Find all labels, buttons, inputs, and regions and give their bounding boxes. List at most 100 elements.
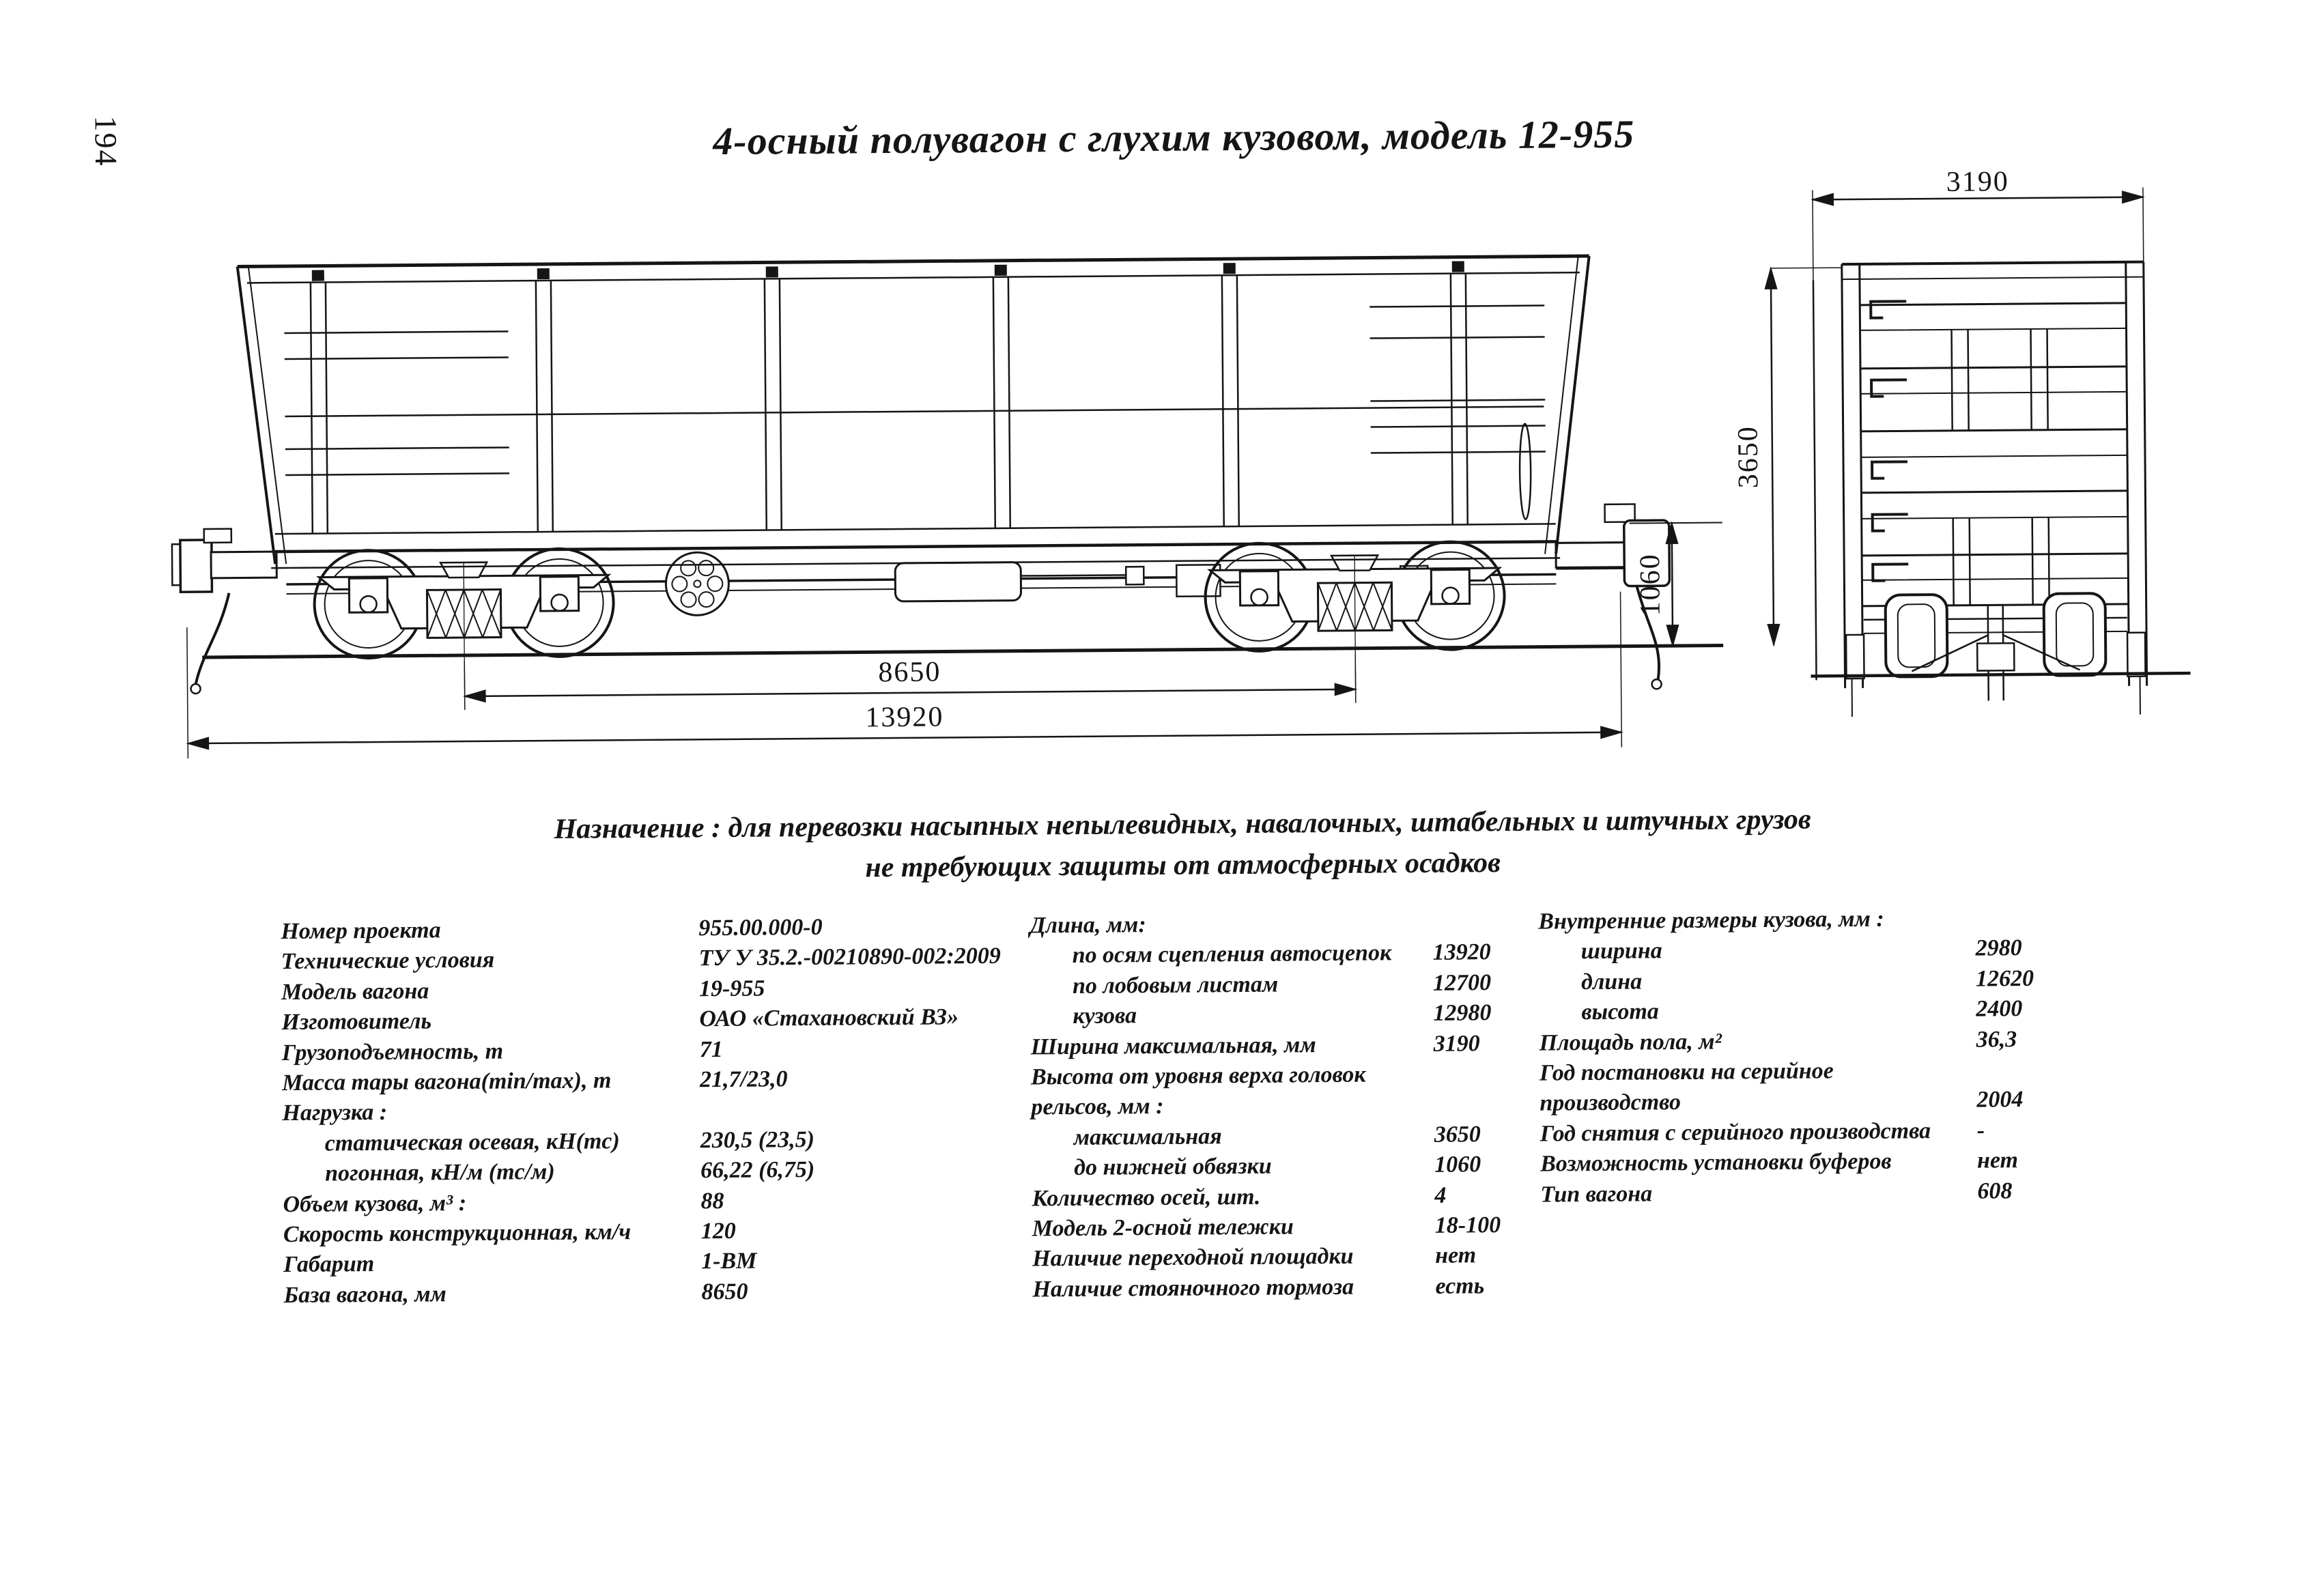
dimension-lines — [186, 187, 2145, 759]
brake-equipment — [664, 551, 1429, 616]
spec-row: Скорость конструкционная, км/ч 120 — [283, 1219, 736, 1252]
spec-row: по осям сцепления автосцепок 13920 — [1030, 940, 1491, 974]
spec-value: нет — [1435, 1242, 1477, 1269]
spec-label: Номер проекта — [281, 917, 441, 945]
spec-value: 12700 — [1432, 969, 1492, 996]
spec-row: Изготовитель ОАО «Стахановский ВЗ» — [281, 1004, 959, 1040]
spec-value: 2400 — [1976, 996, 2023, 1022]
spec-label: кузова — [1073, 1003, 1137, 1029]
spec-row: Длина, мм: — [1030, 910, 1391, 943]
spec-value: 8650 — [701, 1279, 748, 1305]
spec-label: Скорость конструкционная, км/ч — [283, 1219, 632, 1247]
spec-label: максимальная — [1073, 1124, 1222, 1150]
spec-label: База вагона, мм — [283, 1281, 447, 1308]
spec-label: Количество осей, шт. — [1032, 1184, 1261, 1211]
spec-row: Высота от уровня верха головок — [1031, 1061, 1393, 1095]
spec-label: рельсов, мм : — [1031, 1094, 1164, 1120]
spec-row: Модель 2-осной тележки 18-100 — [1032, 1212, 1501, 1246]
spec-row: до нижней обвязки 1060 — [1032, 1152, 1481, 1186]
left-bogie — [313, 547, 615, 709]
spec-row: Грузоподъемность, т 71 — [281, 1037, 723, 1070]
spec-value: ОАО «Стахановский ВЗ» — [699, 1004, 959, 1032]
spec-row: рельсов, мм : — [1031, 1092, 1393, 1126]
right-bogie — [1204, 540, 1506, 702]
car-body — [236, 254, 1591, 569]
spec-row: Нагрузка : — [282, 1098, 630, 1130]
spec-value: 955.00.000-0 — [698, 914, 823, 941]
spec-label: Изготовитель — [281, 1008, 432, 1036]
rail-line — [202, 643, 1724, 659]
spec-value: 1-ВМ — [701, 1248, 757, 1274]
spec-value: - — [1976, 1117, 1985, 1143]
spec-value: 1060 — [1434, 1152, 1481, 1178]
spec-label: по осям сцепления автосцепок — [1072, 940, 1392, 969]
spec-row: погонная, кН/м (тс/м) 66,22 (6,75) — [283, 1157, 814, 1191]
right-coupler — [1555, 503, 1671, 690]
spec-value: 19-955 — [698, 975, 765, 1002]
spec-value: 4 — [1434, 1182, 1447, 1208]
spec-value: 66,22 (6,75) — [700, 1157, 815, 1184]
side-view — [171, 254, 1724, 709]
dim-max-height: 3650 — [1732, 425, 1765, 489]
spec-label: Модель 2-осной тележки — [1032, 1214, 1294, 1242]
spec-label: производство — [1539, 1089, 1681, 1116]
spec-value: нет — [1976, 1148, 2019, 1173]
spec-row: Внутренние размеры кузова, мм : — [1538, 906, 1929, 939]
spec-label: Наличие переходной площадки — [1032, 1244, 1354, 1272]
spec-label: Масса тары вагона(min/max), т — [281, 1068, 612, 1096]
spec-label: Внутренние размеры кузова, мм : — [1538, 906, 1884, 935]
spec-value: есть — [1435, 1272, 1485, 1299]
spec-label: по лобовым листам — [1072, 971, 1279, 999]
spec-value: 12620 — [1975, 965, 2034, 992]
spec-label: Модель вагона — [281, 978, 429, 1005]
spec-row: по лобовым листам 12700 — [1030, 970, 1491, 1004]
end-view — [1811, 260, 2191, 717]
end-rail-line — [1811, 671, 2191, 678]
spec-label: Год постановки на серийное — [1539, 1058, 1834, 1086]
spec-value: 12980 — [1433, 1000, 1492, 1027]
spec-label: длина — [1580, 969, 1643, 995]
spec-value: 2004 — [1976, 1087, 2024, 1113]
spec-value: 21,7/23,0 — [699, 1066, 788, 1093]
spec-label: до нижней обвязки — [1073, 1153, 1272, 1181]
spec-row: База вагона, мм 8650 — [283, 1279, 748, 1313]
spec-value: 71 — [699, 1036, 723, 1062]
spec-value: 88 — [700, 1188, 724, 1214]
spec-value: 230,5 (23,5) — [700, 1126, 815, 1154]
spec-label: Год снятия с серийного производства — [1539, 1117, 1931, 1147]
spec-row: производство 2004 — [1539, 1087, 2023, 1121]
spec-row: Год постановки на серийное — [1539, 1057, 1931, 1091]
spec-value: 36,3 — [1976, 1026, 2017, 1053]
spec-label: погонная, кН/м (тс/м) — [325, 1159, 555, 1186]
spec-label: Габарит — [283, 1251, 375, 1278]
technical-drawing — [171, 187, 2191, 759]
spec-value: 13920 — [1432, 939, 1491, 966]
spec-label: Тип вагона — [1540, 1180, 1653, 1208]
spec-row: Год снятия с серийного производства - — [1539, 1117, 1985, 1152]
spec-row: Модель вагона 19-955 — [281, 975, 765, 1010]
spec-value: ТУ У 35.2.-00210890-002:2009 — [698, 943, 1001, 971]
spec-row: Тип вагона 608 — [1540, 1178, 2012, 1212]
spec-label: Грузоподъемность, т — [281, 1038, 504, 1066]
spec-label: высота — [1581, 999, 1659, 1025]
spec-value: 18-100 — [1434, 1212, 1501, 1238]
spec-label: Объем кузова, м³ : — [283, 1190, 467, 1217]
spec-row: Объем кузова, м³ : 88 — [283, 1188, 724, 1222]
spec-column-dimensions: Длина, мм:по осям сцепления автосцепок 13… — [1030, 910, 1501, 1307]
purpose-note: Назначение : для перевозки насыпных непы… — [411, 798, 1955, 892]
spec-row: длина 12620 — [1539, 966, 2034, 1000]
spec-value: 608 — [1977, 1178, 2013, 1204]
spec-value: 120 — [700, 1218, 736, 1244]
spec-row: Наличие переходной площадки нет — [1032, 1243, 1476, 1277]
spec-row: кузова 12980 — [1030, 1000, 1491, 1034]
spec-row: Номер проекта 955.00.000-0 — [281, 915, 823, 949]
